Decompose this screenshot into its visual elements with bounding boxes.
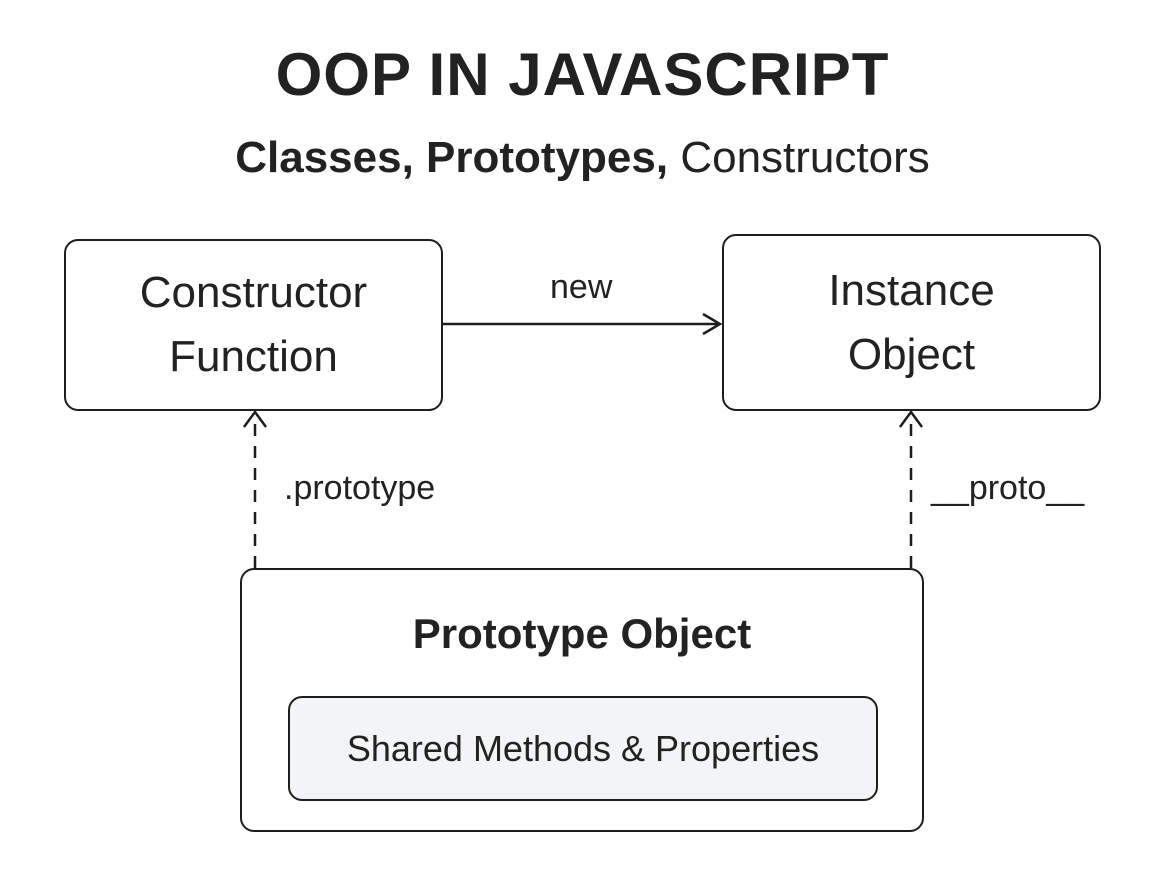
subtitle-classes: Classes, <box>235 133 427 182</box>
shared-methods-label: Shared Methods & Properties <box>346 727 820 769</box>
new-arrowhead-icon <box>702 312 723 336</box>
prototype-object-title: Prototype Object <box>412 610 752 657</box>
instance-object-node: Instance Object <box>722 234 1101 411</box>
prototype-edge-label: .prototype <box>284 469 436 507</box>
proto-edge-label: __proto__ <box>931 469 1085 507</box>
constructor-label-line2: Function <box>169 332 338 381</box>
instance-label-line2: Object <box>847 329 976 379</box>
proto-arrowhead-icon <box>898 409 924 428</box>
prototype-object-node: Prototype Object Shared Methods & Proper… <box>240 568 924 832</box>
shared-methods-box: Shared Methods & Properties <box>288 696 878 801</box>
prototype-arrowhead-icon <box>242 409 268 428</box>
constructor-label-line1: Constructor <box>139 268 368 317</box>
subtitle-prototypes: Prototypes, <box>426 133 681 182</box>
constructor-function-node: Constructor Function <box>64 239 443 411</box>
diagram-subtitle: Classes, Prototypes, Constructors <box>0 133 1165 183</box>
instance-label-line1: Instance <box>828 265 995 315</box>
diagram-title: OOP IN JAVASCRIPT <box>275 41 890 108</box>
subtitle-constructors: Constructors <box>680 133 930 182</box>
new-edge-label: new <box>550 268 613 306</box>
